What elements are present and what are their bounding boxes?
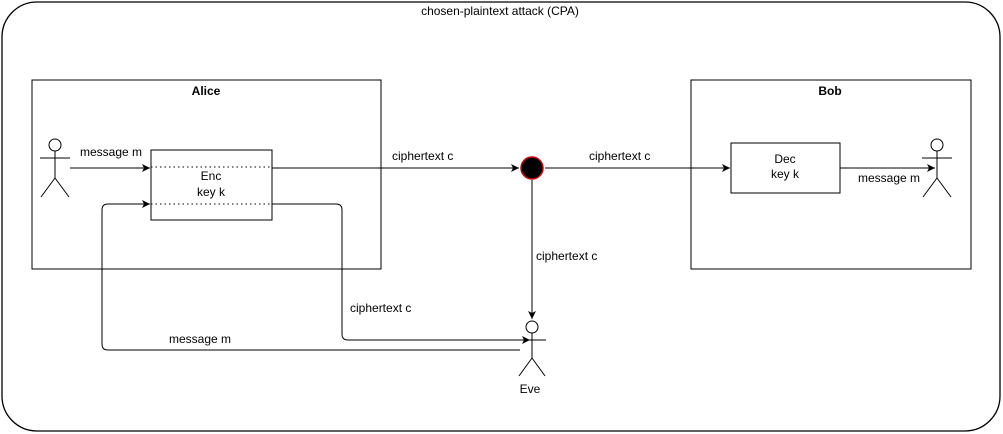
diagram-title: chosen-plaintext attack (CPA) <box>421 4 579 18</box>
edge-label-node-to-eve: ciphertext c <box>536 249 597 263</box>
edge-label-enc-to-node: ciphertext c <box>392 149 453 163</box>
enc-box <box>150 149 273 221</box>
edge-label-node-to-dec: ciphertext c <box>589 149 650 163</box>
edge-label-dec-to-bob: message m <box>858 171 920 185</box>
edge-eve-to-enc <box>101 200 520 351</box>
bob-actor-icon <box>922 138 952 198</box>
alice-actor-icon <box>40 138 70 198</box>
edge-label-enc-to-eve: ciphertext c <box>350 301 411 315</box>
eve-label: Eve <box>520 382 541 396</box>
dec-label: Dec <box>774 152 795 166</box>
enc-label: Enc <box>201 169 222 183</box>
dec-key-label: key k <box>771 167 800 181</box>
alice-label: Alice <box>192 84 221 98</box>
edge-label-alice-to-enc: message m <box>80 145 142 159</box>
edge-enc-to-eve <box>272 203 530 344</box>
intercept-node <box>520 156 544 180</box>
bob-label: Bob <box>818 84 841 98</box>
dec-box <box>730 142 841 194</box>
edge-label-eve-to-enc: message m <box>169 332 231 346</box>
edges <box>70 164 935 351</box>
eve-actor-icon <box>518 320 546 377</box>
enc-key-label: key k <box>197 185 226 199</box>
